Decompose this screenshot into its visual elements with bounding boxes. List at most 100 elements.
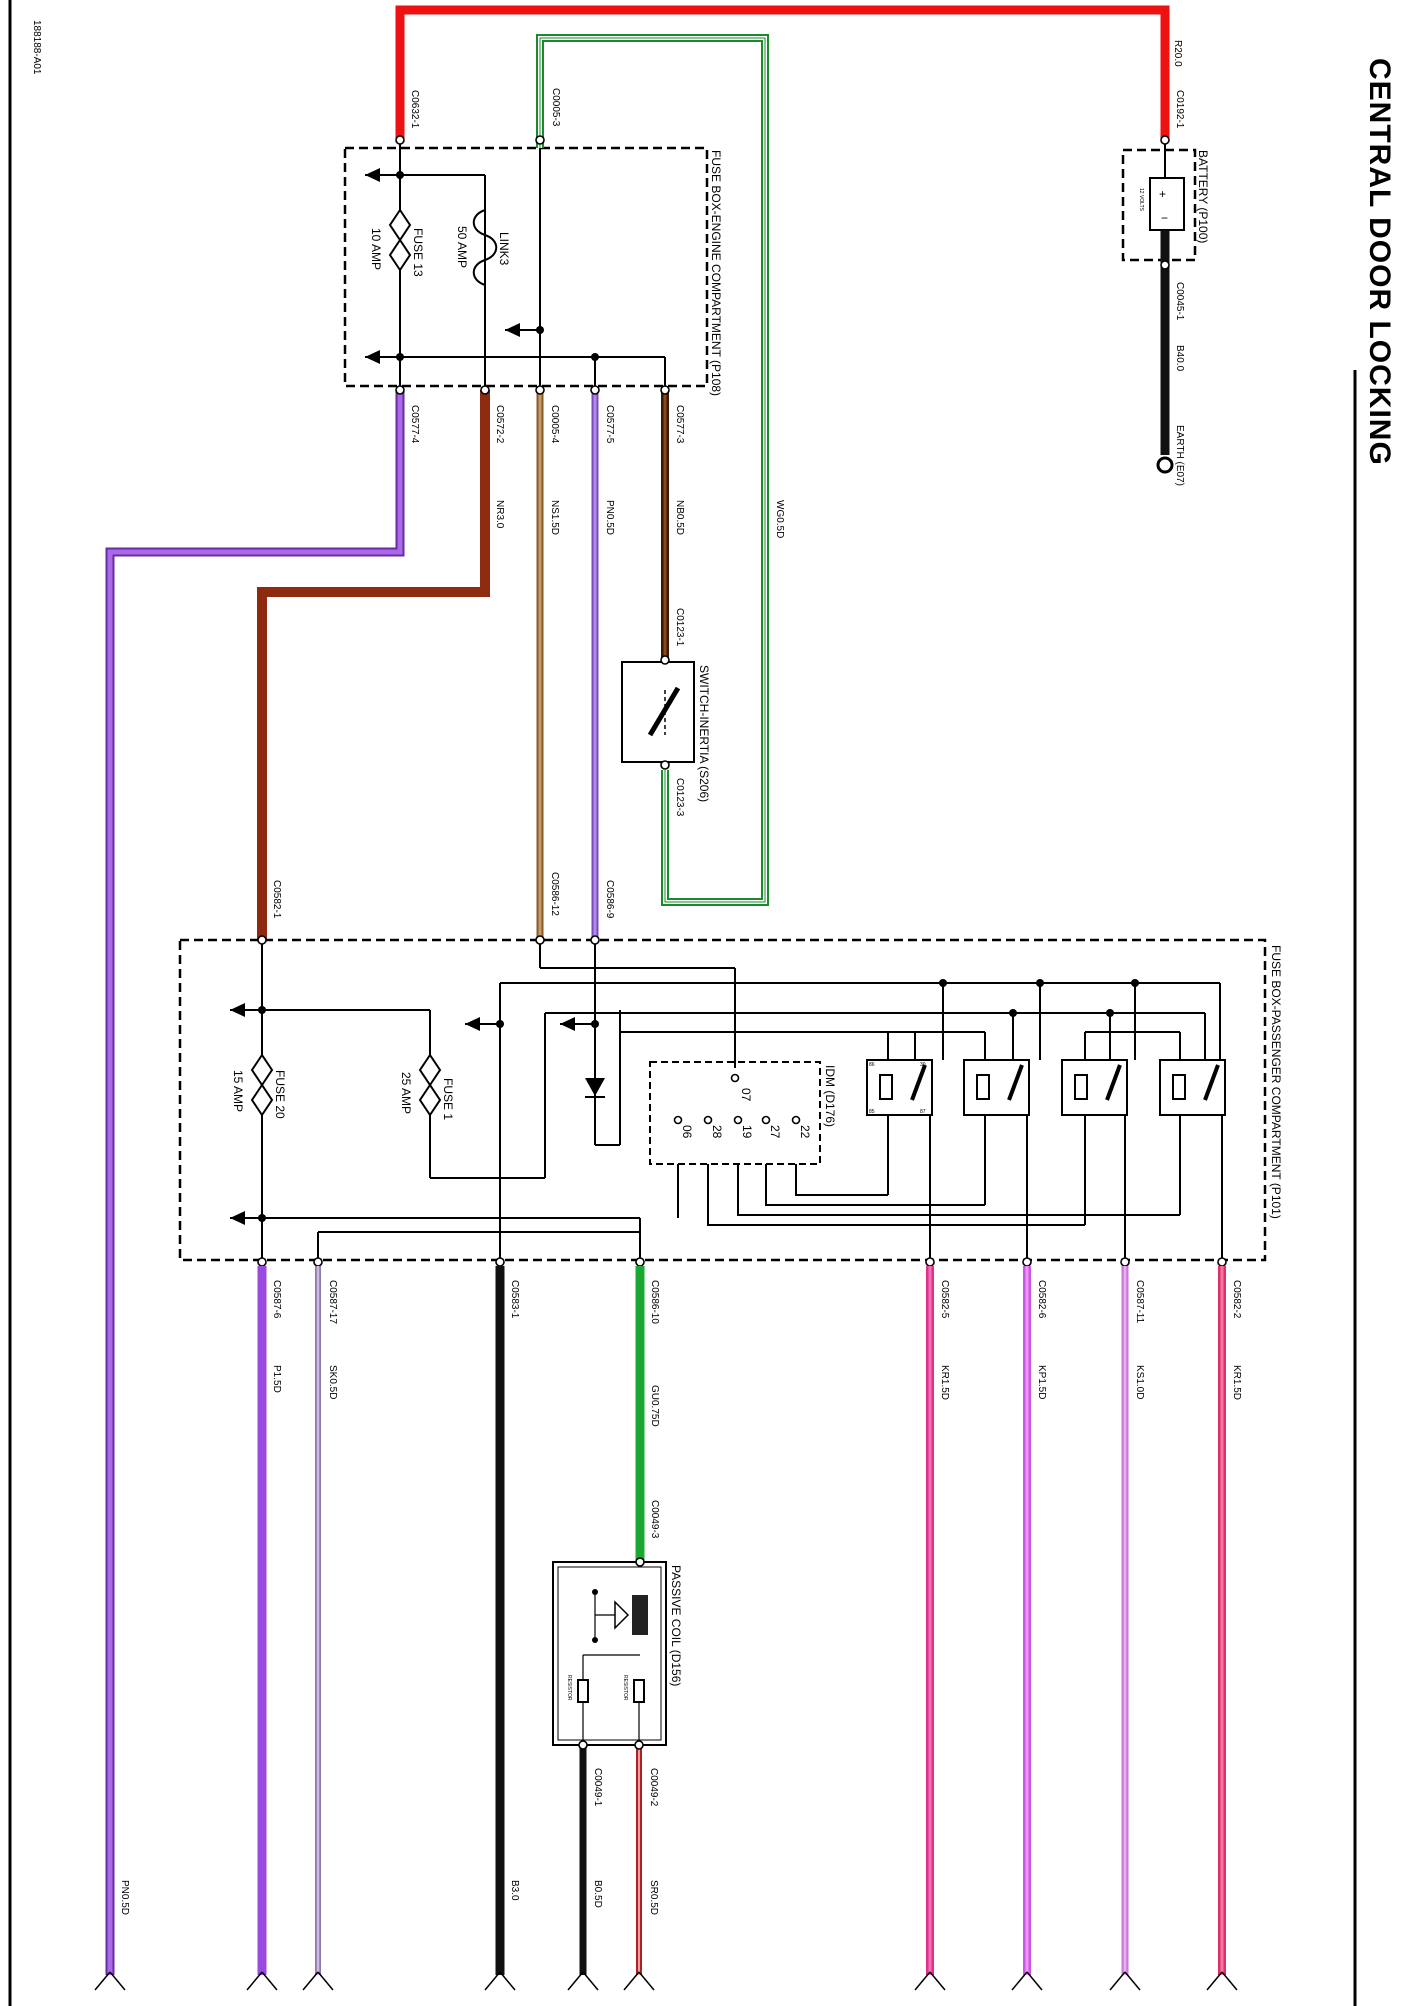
idm-pin-06-label: 06: [680, 1125, 694, 1139]
pass-junction-4: [591, 1020, 599, 1028]
idm-label: IDM (D176): [823, 1065, 837, 1127]
pass-arrow-4: [560, 1017, 575, 1031]
engine-conn-b3: C0005-4: [549, 405, 560, 444]
wire-red-main: [395, 5, 1170, 140]
diode-symbol: [585, 1078, 605, 1096]
fuse-13-amp: 10 AMP: [369, 228, 383, 270]
relay-4: [1159, 983, 1226, 1270]
engine-conn-b5: C0577-3: [674, 405, 685, 444]
passive-coil-terminal-top: [635, 1557, 645, 1567]
inertia-conn-bottom: C0123-3: [674, 778, 685, 817]
wire-purple-pn-long-inner: [107, 390, 403, 1975]
inertia-terminal-top: [660, 655, 670, 665]
inertia-switch-label: SWITCH-INERTIA (S206): [697, 665, 711, 802]
out-conn-7: C0587-11: [1134, 1280, 1145, 1324]
engine-conn-b1: C0577-4: [409, 405, 420, 444]
pass-arrow-1: [230, 1003, 245, 1017]
wire-label-wg: WG0.5D: [774, 500, 785, 538]
fuse-1-amp: 25 AMP: [399, 1072, 413, 1114]
wire-wg-inner: [538, 36, 767, 904]
out-conn-1: C0587-6: [271, 1280, 282, 1319]
wire-label-ns: NS1.5D: [549, 500, 560, 535]
passive-coil-terminal-b1: [578, 1740, 588, 1750]
inertia-terminal-bottom: [660, 760, 670, 770]
engine-junction-4: [591, 353, 599, 361]
fuse-20-amp: 15 AMP: [231, 1070, 245, 1112]
battery-minus: −: [1161, 211, 1168, 225]
engine-conn-b4: C0577-5: [604, 405, 615, 444]
inertia-switch-blade: [647, 686, 681, 737]
fuse-20-label: FUSE 20: [273, 1070, 287, 1119]
idm-lead-28: [707, 1164, 1085, 1226]
relay-pin-86: 86: [869, 1062, 875, 1068]
doc-id: 188188-A01: [31, 20, 42, 75]
fuse-1-label: FUSE 1: [441, 1078, 455, 1120]
idm-pin-07-label: 07: [739, 1088, 753, 1102]
passenger-fuse-box: [178, 938, 1267, 1262]
out-wire-8: KR1.5D: [1231, 1365, 1242, 1400]
passive-coil-inner: [557, 1566, 662, 1741]
idm-pin-19-label: 19: [740, 1125, 754, 1139]
relay-1: [866, 979, 947, 1270]
battery-voltage: 12 VOLTS: [1138, 188, 1144, 212]
engine-bus-arrow-1: [365, 168, 380, 182]
out-conn-4: C0586-10: [649, 1280, 660, 1324]
earth-label: EARTH (E07): [1174, 425, 1185, 486]
engine-junction-1: [396, 171, 404, 179]
out-wire-2: SK0.5D: [327, 1365, 338, 1399]
idm-lead-22: [795, 1164, 888, 1196]
pass-junction-1: [258, 1006, 266, 1014]
engine-junction-3: [536, 326, 544, 334]
engine-conn-top-left: C0632-1: [409, 90, 420, 129]
wire-wg-core: [539, 37, 766, 903]
wire-brown-nr: [257, 390, 490, 940]
relay-3: [1061, 979, 1139, 1270]
passive-coil-terminal-b2: [634, 1740, 644, 1750]
relay-pin-30: 30: [920, 1062, 926, 1068]
idm-pin-22-label: 22: [798, 1125, 812, 1139]
inertia-conn-top: C0123-1: [674, 608, 685, 647]
idm-pin-19: [733, 1115, 743, 1125]
idm-pin-06: [673, 1115, 683, 1125]
passive-coil-box: [552, 1561, 667, 1746]
page-title: CENTRAL DOOR LOCKING: [1363, 58, 1396, 466]
passenger-fuse-box-label: FUSE BOX-PASSENGER COMPARTMENT (P101): [1269, 945, 1283, 1219]
battery-conn-bottom: C0045-1: [1174, 282, 1185, 321]
battery-terminal-top: [1160, 135, 1170, 145]
passive-coil-r2: RESISTOR: [622, 1675, 628, 1701]
relays: [866, 979, 1226, 1270]
wire-label-pn: PN0.5D: [604, 500, 615, 535]
idm-pin-07: [730, 1073, 740, 1083]
pass-junction-2: [258, 1214, 266, 1222]
out-wire-5: KR1.5D: [939, 1365, 950, 1400]
idm-lead-19: [737, 1164, 1180, 1216]
wire-label-r20: R20.0: [1172, 40, 1183, 67]
out-conn-5: C0582-5: [939, 1280, 950, 1319]
out-wire-7: KS1.0D: [1134, 1365, 1145, 1399]
passive-coil-conn-b1: C0049-1: [592, 1768, 603, 1807]
relay-pin-87: 87: [920, 1109, 926, 1115]
battery-box: [1121, 148, 1197, 262]
passive-coil-r1: RESISTOR: [566, 1675, 572, 1701]
out-conn-3: C0583-1: [509, 1280, 520, 1319]
wire-label-b05: B0.5D: [592, 1880, 603, 1908]
wire-label-pn-long: PN0.5D: [119, 1880, 130, 1915]
engine-mid-arrow: [505, 323, 520, 337]
passive-coil-conn-top: C0049-3: [649, 1500, 660, 1539]
wire-purple-pn-long: [105, 390, 405, 1975]
inertia-switch-box: [621, 661, 695, 763]
pass-conn-in2: C0586-12: [549, 872, 560, 916]
engine-junction-2: [396, 353, 404, 361]
fuse-20-symbol: [250, 1053, 274, 1117]
earth-symbol: [1156, 456, 1174, 474]
fuse-1-symbol: [418, 1053, 442, 1117]
wire-label-b3: B3.0: [509, 1880, 520, 1901]
battery-terminal-bottom: [1160, 260, 1170, 270]
engine-box-terminals: [395, 135, 670, 395]
engine-conn-top-mid: C0005-3: [550, 88, 561, 127]
fuse-13-label: FUSE 13: [411, 228, 425, 277]
out-wire-1: P1.5D: [271, 1365, 282, 1393]
engine-bus-arrow-2: [365, 350, 380, 364]
relay-pin-85: 85: [869, 1109, 875, 1115]
